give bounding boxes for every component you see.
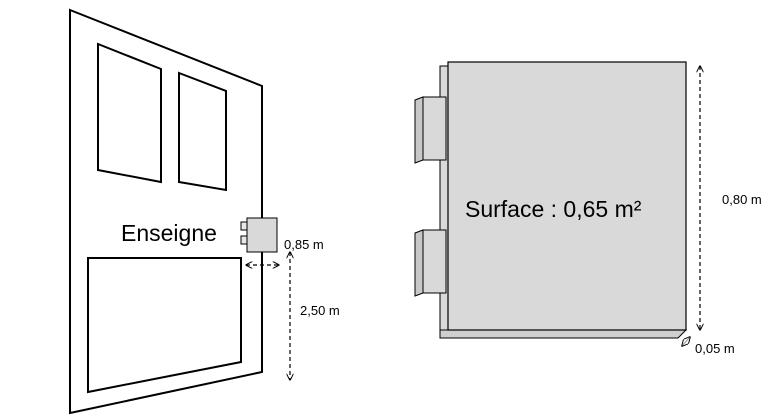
dimension-sign-height-label: 0,80 m <box>722 192 762 207</box>
sign-panel <box>246 217 278 253</box>
bracket-bottom <box>422 229 447 294</box>
sign-small <box>240 217 278 253</box>
dim-line-thickness <box>682 337 690 346</box>
window-left <box>97 42 162 184</box>
bracket-top-side <box>414 96 424 164</box>
building-facade <box>69 8 263 415</box>
dimension-thickness-label: 0,05 m <box>695 341 735 356</box>
sign-bottom-face <box>439 329 688 339</box>
sign-label: Enseigne <box>121 220 217 246</box>
sign-detail <box>414 61 688 339</box>
sign-face <box>447 61 687 331</box>
window-right <box>178 71 227 192</box>
bracket-top <box>422 96 447 161</box>
surface-label: Surface : 0,65 m² <box>465 196 642 222</box>
bracket-bottom-side <box>414 229 424 297</box>
dimension-projection-label: 0,85 m <box>284 237 324 252</box>
shop-window <box>87 257 242 394</box>
dimension-height-label: 2,50 m <box>300 303 340 318</box>
